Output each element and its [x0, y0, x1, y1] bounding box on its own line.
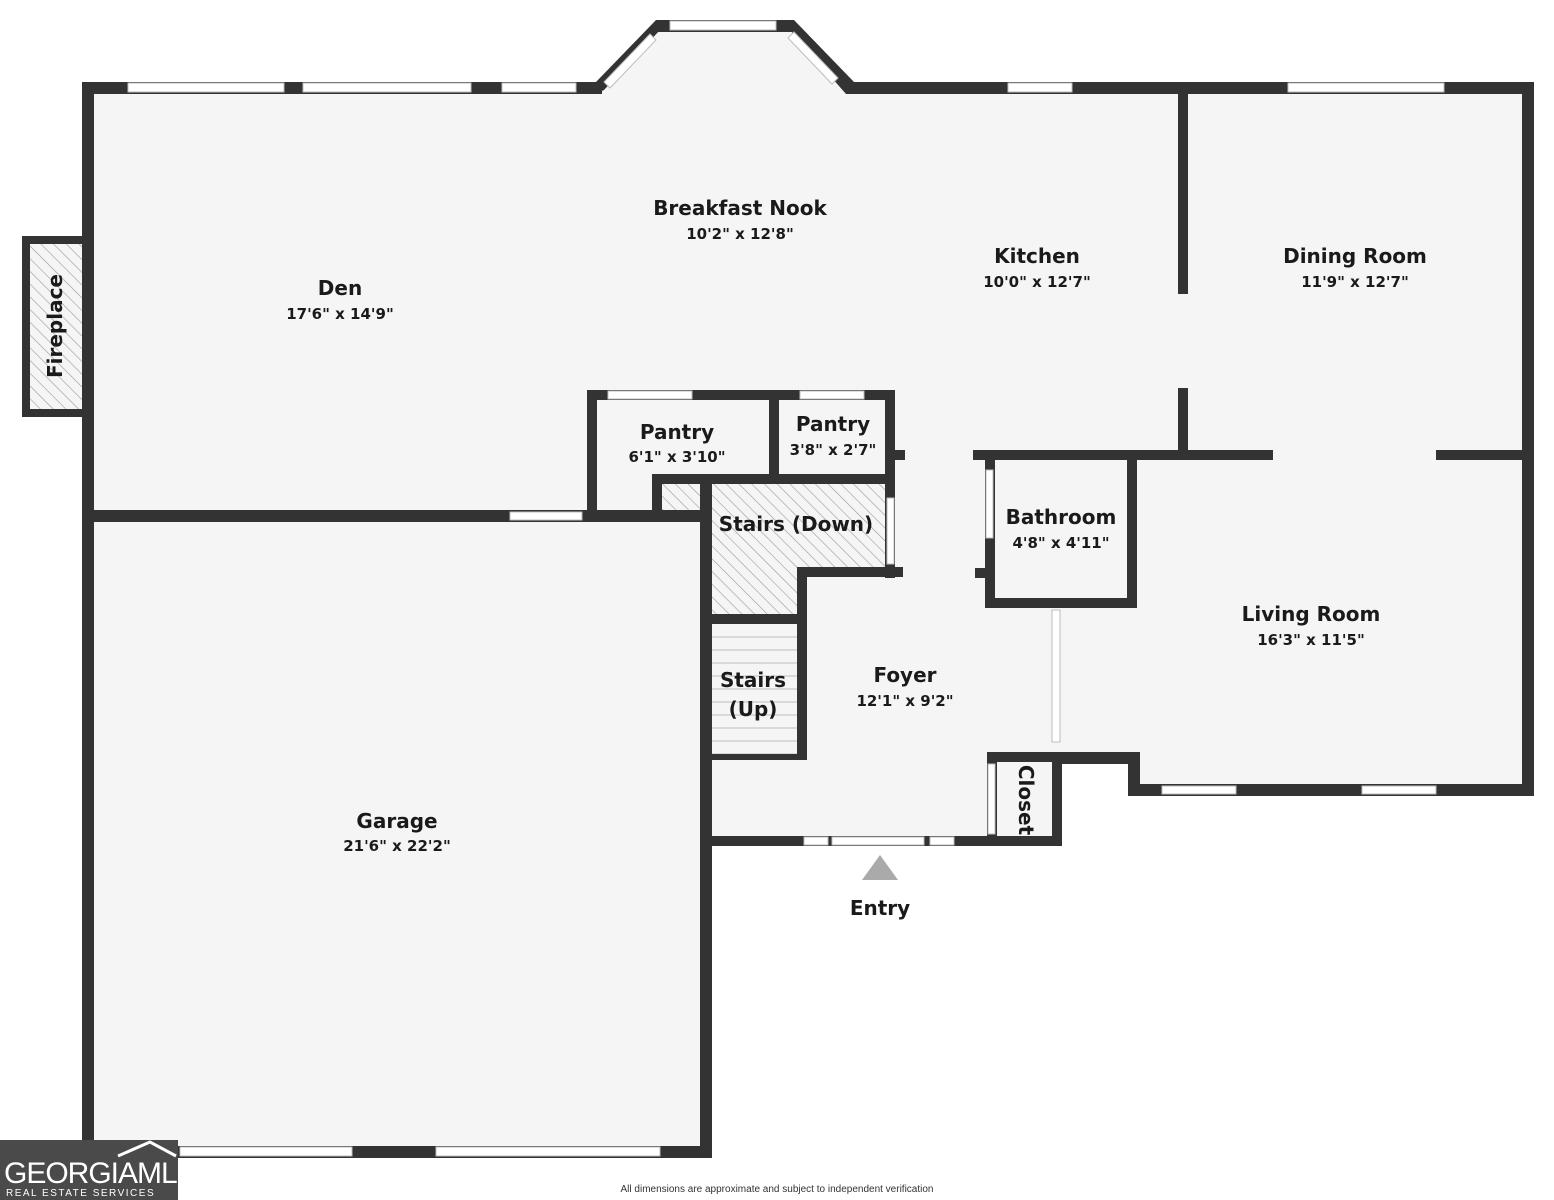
fireplace-name: Fireplace	[43, 274, 67, 378]
kitchen-dims: 10'0" x 12'7"	[983, 273, 1091, 291]
pantry-1-name: Pantry	[640, 420, 714, 444]
pantry-2-name: Pantry	[796, 412, 870, 436]
den-name: Den	[318, 276, 362, 300]
small-hatch	[660, 484, 702, 512]
bathroom-dims: 4'8" x 4'11"	[1012, 534, 1109, 552]
stairs-down-hatch	[710, 484, 888, 614]
stairs-up-name-line1: Stairs	[720, 668, 786, 692]
pantry-2-dims: 3'8" x 2'7"	[790, 441, 877, 459]
foyer-name: Foyer	[873, 663, 936, 687]
dining-room-dims: 11'9" x 12'7"	[1301, 273, 1409, 291]
room-labels: Breakfast Nook 10'2" x 12'8" Den 17'6" x…	[43, 196, 1427, 1195]
dining-room-name: Dining Room	[1283, 244, 1427, 268]
den-dims: 17'6" x 14'9"	[286, 305, 394, 323]
stairs-up-name-line2: (Up)	[729, 697, 778, 721]
living-room-name: Living Room	[1242, 602, 1381, 626]
closet-name: Closet	[1014, 765, 1038, 836]
entry-arrow-icon	[862, 855, 898, 880]
stairs-down-name: Stairs (Down)	[719, 512, 873, 536]
garage-name: Garage	[356, 809, 437, 833]
kitchen-name: Kitchen	[994, 244, 1080, 268]
logo-sub-text: REAL ESTATE SERVICES	[6, 1188, 155, 1199]
georgia-mls-logo: GEORGIAMLS REAL ESTATE SERVICES	[0, 1140, 197, 1200]
foyer-dims: 12'1" x 9'2"	[856, 692, 953, 710]
entry-label: Entry	[850, 896, 910, 920]
breakfast-nook-dims: 10'2" x 12'8"	[686, 225, 794, 243]
pantry-1-dims: 6'1" x 3'10"	[628, 448, 725, 466]
bathroom-name: Bathroom	[1006, 505, 1117, 529]
living-room-dims: 16'3" x 11'5"	[1257, 631, 1365, 649]
fireplace-hatch	[28, 242, 82, 411]
garage-dims: 21'6" x 22'2"	[343, 837, 451, 855]
windows	[127, 20, 1445, 1157]
hatched-areas	[28, 242, 888, 614]
floor-area	[88, 25, 1528, 1152]
breakfast-nook-name: Breakfast Nook	[653, 196, 827, 220]
logo-main-text: GEORGIAMLS	[4, 1157, 196, 1190]
disclaimer: All dimensions are approximate and subje…	[621, 1184, 934, 1195]
